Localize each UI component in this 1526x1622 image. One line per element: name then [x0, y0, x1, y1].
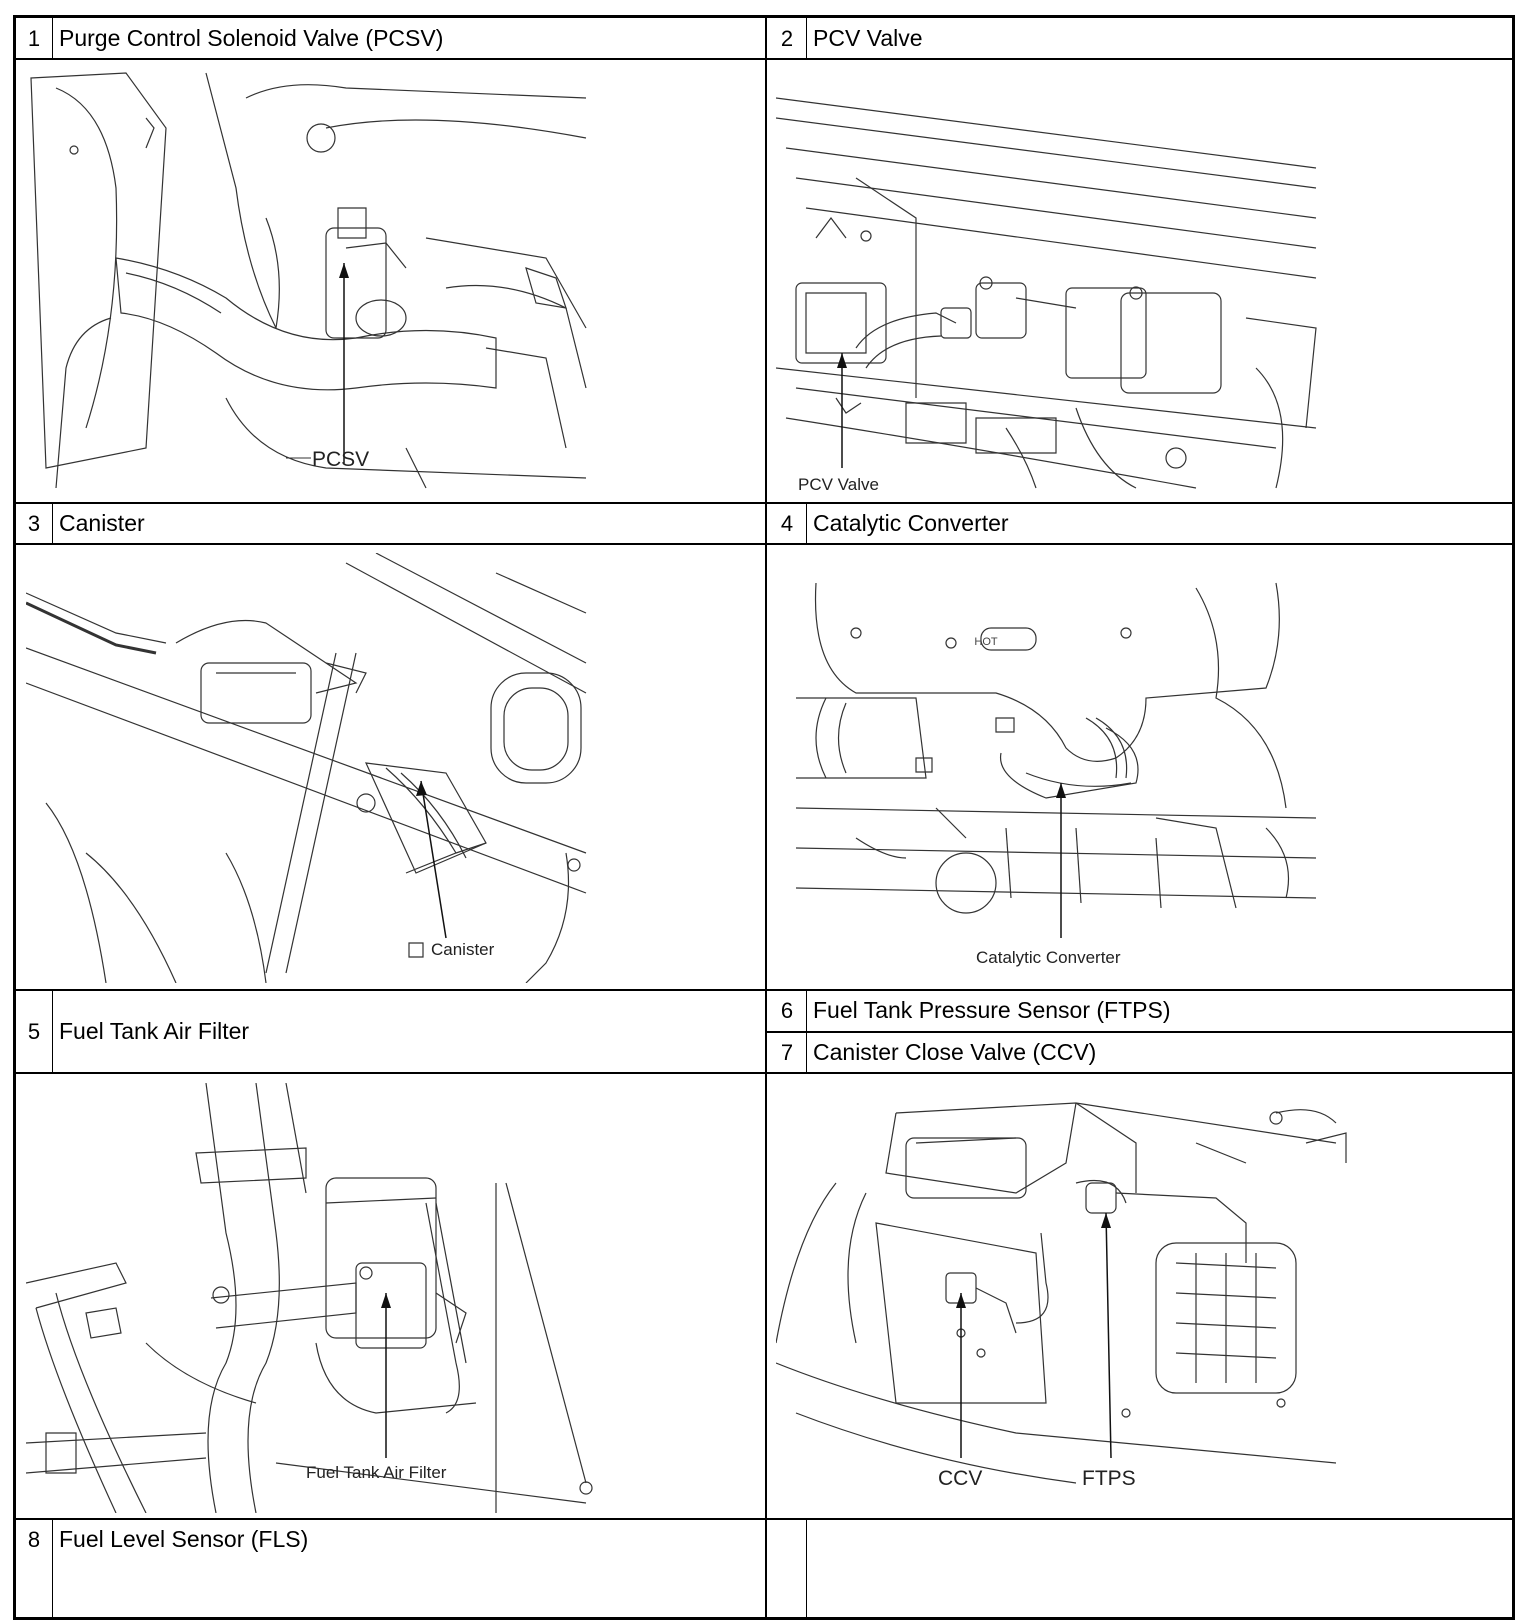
rule — [766, 1031, 1512, 1033]
item-title: Fuel Level Sensor (FLS) — [59, 1526, 309, 1552]
pcsv-illustration: PCSV — [26, 68, 626, 498]
item-number: 2 — [780, 26, 794, 51]
pcv-valve-illustration: PCV Valve — [776, 68, 1336, 494]
ccv-ftps-illustration: CCV FTPS — [776, 1083, 1356, 1490]
rule — [16, 543, 1512, 545]
item-number: 1 — [27, 26, 41, 51]
rule — [16, 1072, 1512, 1074]
item-title: Fuel Tank Air Filter — [59, 1018, 250, 1044]
pcv-valve-label: PCV Valve — [798, 475, 879, 494]
rule — [52, 503, 53, 544]
hot-badge-text: HOT — [974, 636, 998, 648]
rule — [806, 503, 807, 544]
column-divider — [765, 18, 767, 1617]
ftps-label: FTPS — [1082, 1467, 1136, 1490]
rule — [16, 1518, 1512, 1520]
fuel-tank-air-filter-label: Fuel Tank Air Filter — [306, 1463, 447, 1482]
rule — [806, 1519, 807, 1617]
canister-illustration: Canister — [26, 553, 626, 983]
rule — [16, 502, 1512, 504]
item-number: 8 — [27, 1527, 41, 1552]
rule — [806, 990, 807, 1073]
fuel-tank-air-filter-illustration: Fuel Tank Air Filter — [26, 1083, 626, 1513]
item-number: 4 — [780, 511, 794, 536]
item-title: Canister Close Valve (CCV) — [813, 1039, 1097, 1065]
rule — [52, 1519, 53, 1617]
item-title: PCV Valve — [813, 25, 923, 51]
item-title: Purge Control Solenoid Valve (PCSV) — [59, 25, 444, 51]
component-table: 1 Purge Control Solenoid Valve (PCSV) 2 … — [13, 15, 1515, 1620]
catalytic-converter-label: Catalytic Converter — [976, 948, 1121, 967]
item-title: Canister — [59, 510, 145, 536]
rule — [52, 18, 53, 59]
rule — [16, 58, 1512, 60]
ccv-label: CCV — [938, 1467, 982, 1490]
rule — [806, 18, 807, 59]
rule — [16, 989, 1512, 991]
item-number: 3 — [27, 511, 41, 536]
item-title: Catalytic Converter — [813, 510, 1009, 536]
catalytic-converter-illustration: HOT Catalytic Converter — [796, 578, 1356, 967]
item-number: 6 — [780, 998, 794, 1023]
pcsv-label: PCSV — [312, 448, 369, 471]
canister-label: Canister — [431, 940, 495, 959]
item-number: 7 — [780, 1040, 794, 1065]
rule — [52, 990, 53, 1073]
item-title: Fuel Tank Pressure Sensor (FTPS) — [813, 997, 1171, 1023]
item-number: 5 — [27, 1019, 41, 1044]
